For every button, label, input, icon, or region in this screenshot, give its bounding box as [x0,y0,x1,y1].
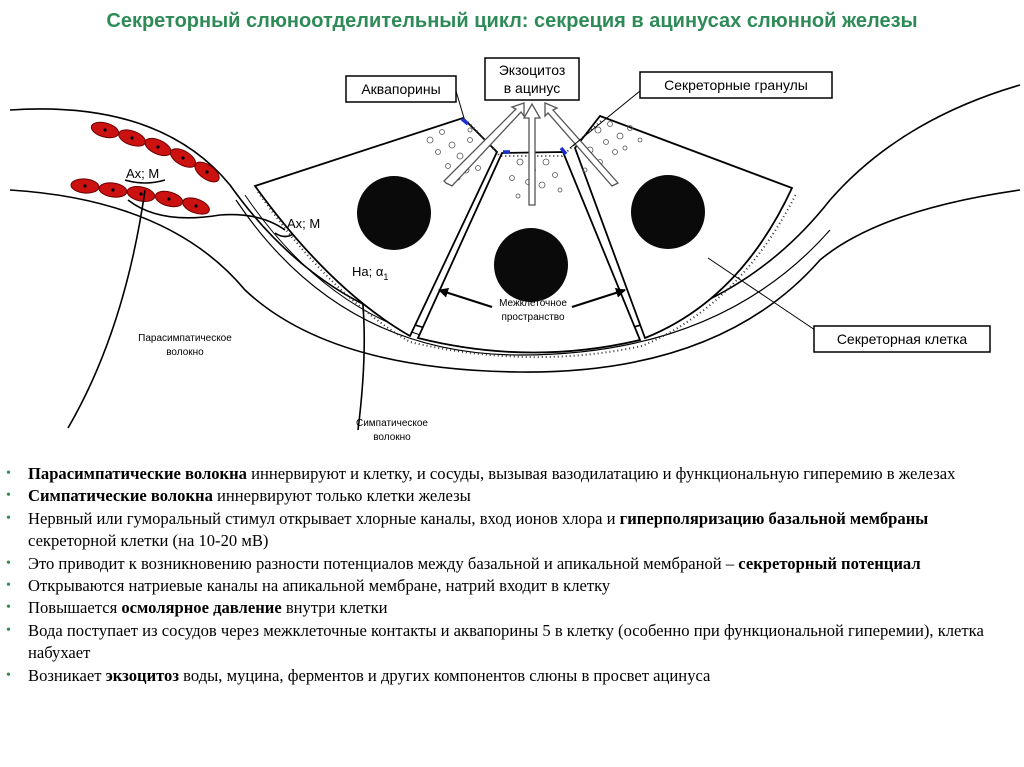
aquaporin-markers [460,117,568,156]
bullet-bold-text: секреторный потенциал [738,553,921,573]
bullet-list: Парасимпатические волокна иннервируют и … [6,463,1018,687]
intercellular-label-1: Межклеточное [499,298,567,309]
bullet-text: Вода поступает из сосудов через межклето… [28,620,984,663]
aquaporins-label: Аквапорины [361,81,440,97]
bullet-text: Это приводит к возникновению разности по… [28,553,739,573]
bullet-text: иннервируют и клетку, и сосуды, вызывая … [246,464,956,483]
bullet-text: секреторной клетки (на 10-20 мВ) [28,531,269,551]
exocytosis-label-1: Экзоцитоз [499,62,566,78]
sym-label-2: волокно [373,432,411,443]
bullet-text: Повышается [28,598,122,618]
bullet-text: Нервный или гуморальный стимул открывает… [28,508,620,528]
bullet-text: внутри клетки [281,598,388,618]
bullet-item: Симпатические волокна иннервируют только… [6,485,1018,508]
nucleus-right [631,175,705,249]
nuclei [357,175,705,302]
bullet-item: Открываются натриевые каналы на апикальн… [6,575,1018,598]
parasym-label-1: Парасимпатическое [138,333,232,344]
bullet-item: Возникает экзоцитоз воды, муцина, фермен… [6,665,1018,688]
bullet-bold-text: Симпатические волокна [28,486,213,506]
intercellular-label-2: пространство [501,312,565,323]
label-boxes [345,57,991,353]
ach-m-label-1: Ах; М [126,166,159,181]
granules-label: Секреторные гранулы [664,77,808,93]
intercellular-arrows [438,287,626,308]
bullet-bold-text: Парасимпатические волокна [28,464,247,483]
bullet-bold-text: гиперполяризацию базальной мембраны [619,508,929,528]
pointer-lines [455,90,819,333]
bullet-item: Вода поступает из сосудов через межклето… [6,620,1018,665]
bullet-text: Открываются натриевые каналы на апикальн… [28,576,611,596]
acinus-diagram: Аквапорины Экзоцитоз в ацинус Секреторны… [9,57,1021,443]
exocytosis-arrows [443,102,620,206]
basal-membrane [257,119,797,359]
secretory-cell-label: Секреторная клетка [837,331,968,347]
bullet-item: Нервный или гуморальный стимул открывает… [6,508,1018,553]
na-alpha-label: На; α1 [352,264,388,282]
exocytosis-label-2: в ацинус [504,80,561,96]
bullet-item: Повышается осмолярное давление внутри кл… [6,597,1018,620]
nucleus-center [494,228,568,302]
ach-m-label-2: Ах; М [287,216,320,231]
bullet-item: Это приводит к возникновению разности по… [6,553,1018,576]
sym-label-1: Симпатическое [356,418,428,429]
bullet-text: Возникает [28,665,106,685]
bullet-item: Парасимпатические волокна иннервируют и … [6,463,1018,486]
bullet-bold-text: осмолярное давление [121,598,282,618]
parasym-label-2: волокно [166,347,204,358]
bullet-text: воды, муцина, ферментов и других компоне… [179,665,711,685]
page-title: Секреторный слюноотделительный цикл: сек… [106,10,918,32]
bullet-text: иннервируют только клетки железы [212,486,471,506]
blood-vessel [70,121,220,215]
nerve-fibers [67,179,375,431]
nucleus-left [357,176,431,250]
bullet-bold-text: экзоцитоз [105,665,180,685]
